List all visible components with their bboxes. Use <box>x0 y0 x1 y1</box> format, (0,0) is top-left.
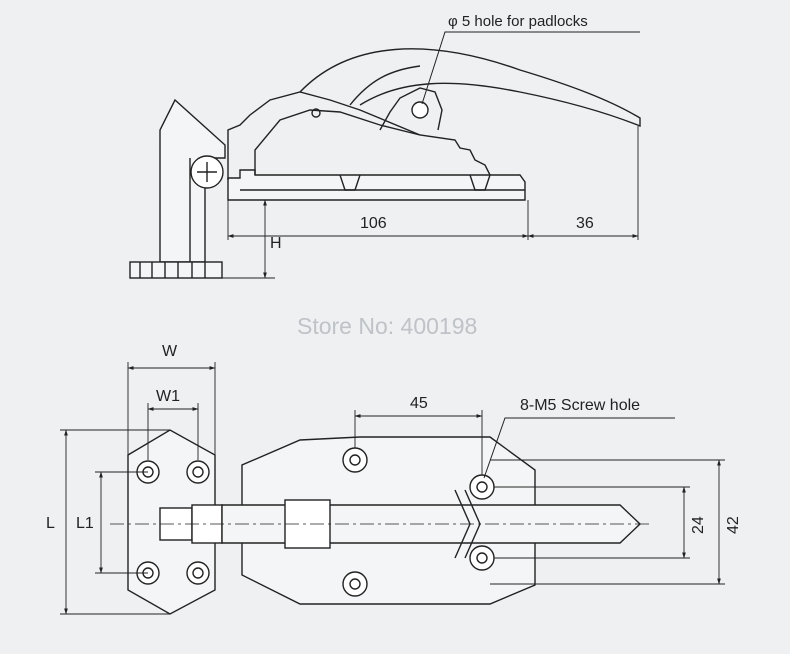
dim-W1-label: W1 <box>156 388 180 405</box>
dim-45-label: 45 <box>410 395 428 412</box>
side-view <box>129 31 641 279</box>
store-watermark: Store No: 400198 <box>297 313 477 339</box>
dim-36-label: 36 <box>576 215 594 232</box>
plan-view <box>60 362 725 615</box>
screw-hole-label: 8-M5 Screw hole <box>520 397 640 414</box>
dim-H-label: H <box>270 235 282 252</box>
dim-L-label: L <box>46 515 55 532</box>
padlock-hole <box>411 101 429 119</box>
dim-24-label: 24 <box>690 516 707 534</box>
dim-L1-label: L1 <box>76 515 94 532</box>
padlock-hole-label: φ 5 hole for padlocks <box>448 13 588 30</box>
roller-cross <box>197 162 217 182</box>
latch-body <box>227 91 526 201</box>
dim-42-label: 42 <box>725 516 742 534</box>
dim-W-label: W <box>162 343 178 360</box>
latch-screw-holes <box>342 447 495 597</box>
dim-106-label: 106 <box>360 215 387 232</box>
lever-handle <box>299 48 641 131</box>
keeper-bracket <box>129 98 226 279</box>
